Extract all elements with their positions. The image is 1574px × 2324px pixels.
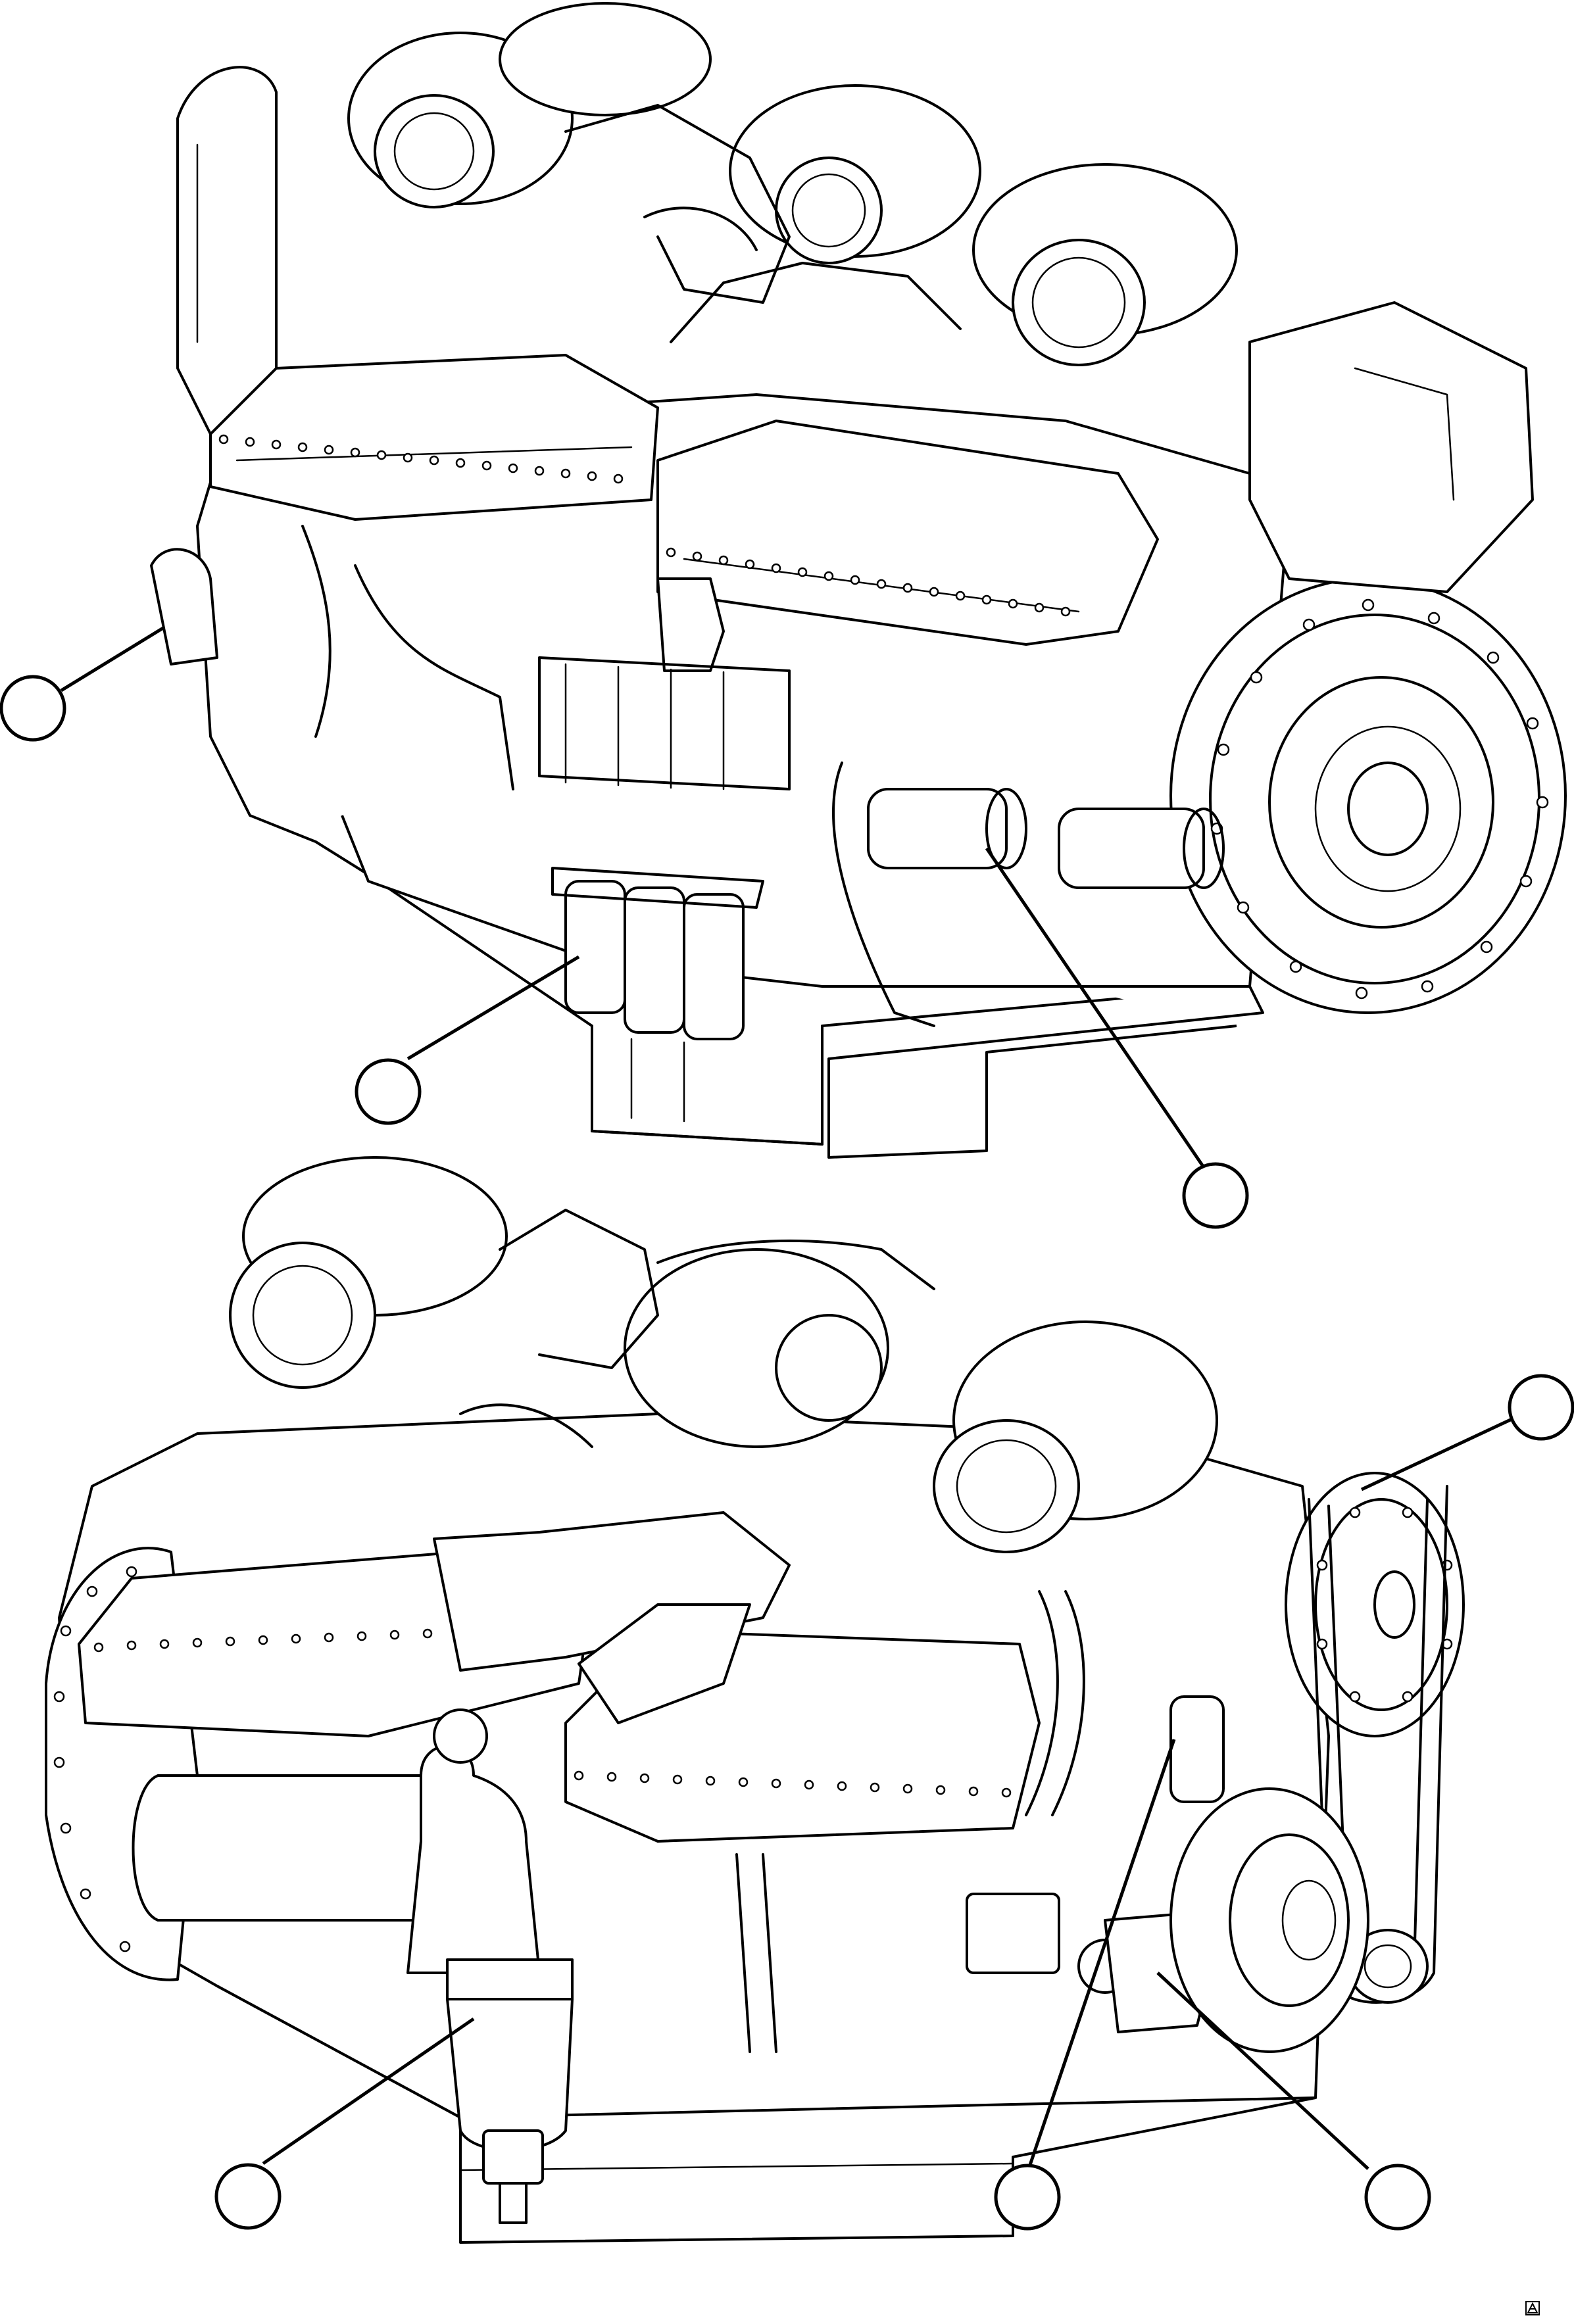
callout-leader-bottom-filter xyxy=(1027,1739,1176,2167)
callout-leader-top-filters xyxy=(406,955,580,1061)
top-starter-motors xyxy=(867,788,1225,889)
callouts xyxy=(0,626,1574,2231)
bottom-pulley-drive xyxy=(1169,1472,1465,2053)
top-engine-view xyxy=(150,2,1567,1159)
callout-leader-bottom-separator xyxy=(262,2017,475,2166)
top-left-valve-cover xyxy=(209,354,659,521)
top-left-cover-bolts xyxy=(218,434,624,484)
callout-leader-bottom-belt xyxy=(1156,1972,1369,2170)
callout-circle-bottom-belt xyxy=(1364,2164,1431,2231)
callout-circle-top-filters xyxy=(355,1058,422,1125)
bottom-right-cover-bolts xyxy=(574,1770,1012,1798)
top-oil-filters xyxy=(551,867,764,1040)
top-right-cover-bolts xyxy=(666,547,1071,617)
top-flywheel-bolts xyxy=(1210,598,1549,1000)
callout-leader-top-left xyxy=(60,626,164,692)
bottom-front-cover-bolts xyxy=(53,1566,137,1952)
callout-circle-top-starter xyxy=(1182,1162,1249,1229)
callout-circle-bottom-pulley xyxy=(1508,1374,1574,1441)
top-turbochargers xyxy=(347,2,1238,366)
graphic-reference-icon xyxy=(1525,2301,1540,2315)
bottom-pulley-bolts xyxy=(1316,1507,1453,1703)
bottom-engine-view xyxy=(45,1156,1465,2244)
callout-circle-top-left xyxy=(0,675,66,742)
callout-leader-bottom-pulley xyxy=(1360,1415,1517,1491)
callout-leader-top-starter xyxy=(985,847,1206,1169)
callout-circle-bottom-filter xyxy=(994,2164,1061,2231)
top-flywheel xyxy=(1169,577,1567,1014)
top-front-cover xyxy=(176,66,278,435)
callout-circle-bottom-separator xyxy=(214,2163,282,2230)
top-right-valve-cover xyxy=(656,420,1159,646)
bottom-fuel-water-separator xyxy=(406,1708,574,2224)
bottom-turbochargers xyxy=(229,1156,1218,1553)
